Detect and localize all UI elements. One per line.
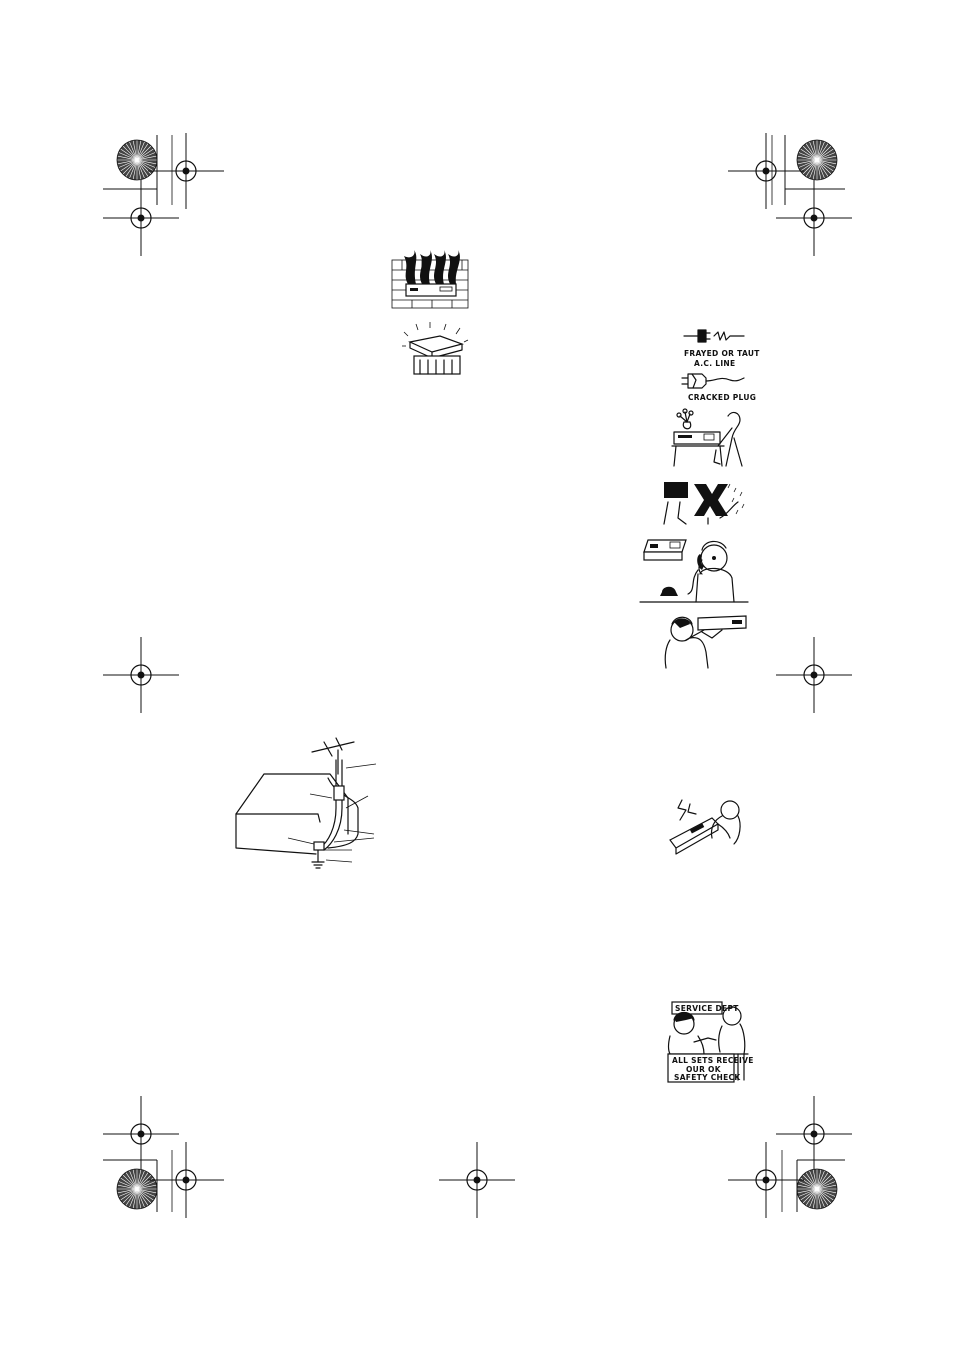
heat-source-illustration — [402, 322, 469, 375]
safety-check-sign-line2: OUR OK — [686, 1065, 722, 1074]
safety-check-sign-line1: ALL SETS RECEIVE — [672, 1056, 754, 1065]
cracked-plug-caption: CRACKED PLUG — [688, 393, 756, 402]
read-instructions-illustration — [664, 615, 747, 669]
liquid-spill-illustration — [671, 408, 743, 467]
safety-check-sign-line3: SAFETY CHECK — [674, 1073, 741, 1082]
frayed-cord-caption-line2: A.C. LINE — [694, 359, 735, 368]
abnormal-heat-illustration — [669, 799, 741, 855]
frayed-cord-caption-line1: FRAYED OR TAUT — [684, 349, 760, 358]
antenna-grounding-diagram — [235, 737, 377, 869]
no-ventilation-illustration — [391, 250, 469, 309]
phone-call-illustration — [639, 539, 749, 603]
damaged-cord-illustration: FRAYED OR TAUT A.C. LINE CRACKED PLUG — [681, 329, 760, 402]
service-dept-illustration: SERVICE DEPT ALL SETS RECEIVE OUR OK SAF… — [667, 1001, 753, 1083]
lightning-storm-illustration — [663, 482, 745, 525]
service-dept-sign: SERVICE DEPT — [675, 1004, 739, 1013]
